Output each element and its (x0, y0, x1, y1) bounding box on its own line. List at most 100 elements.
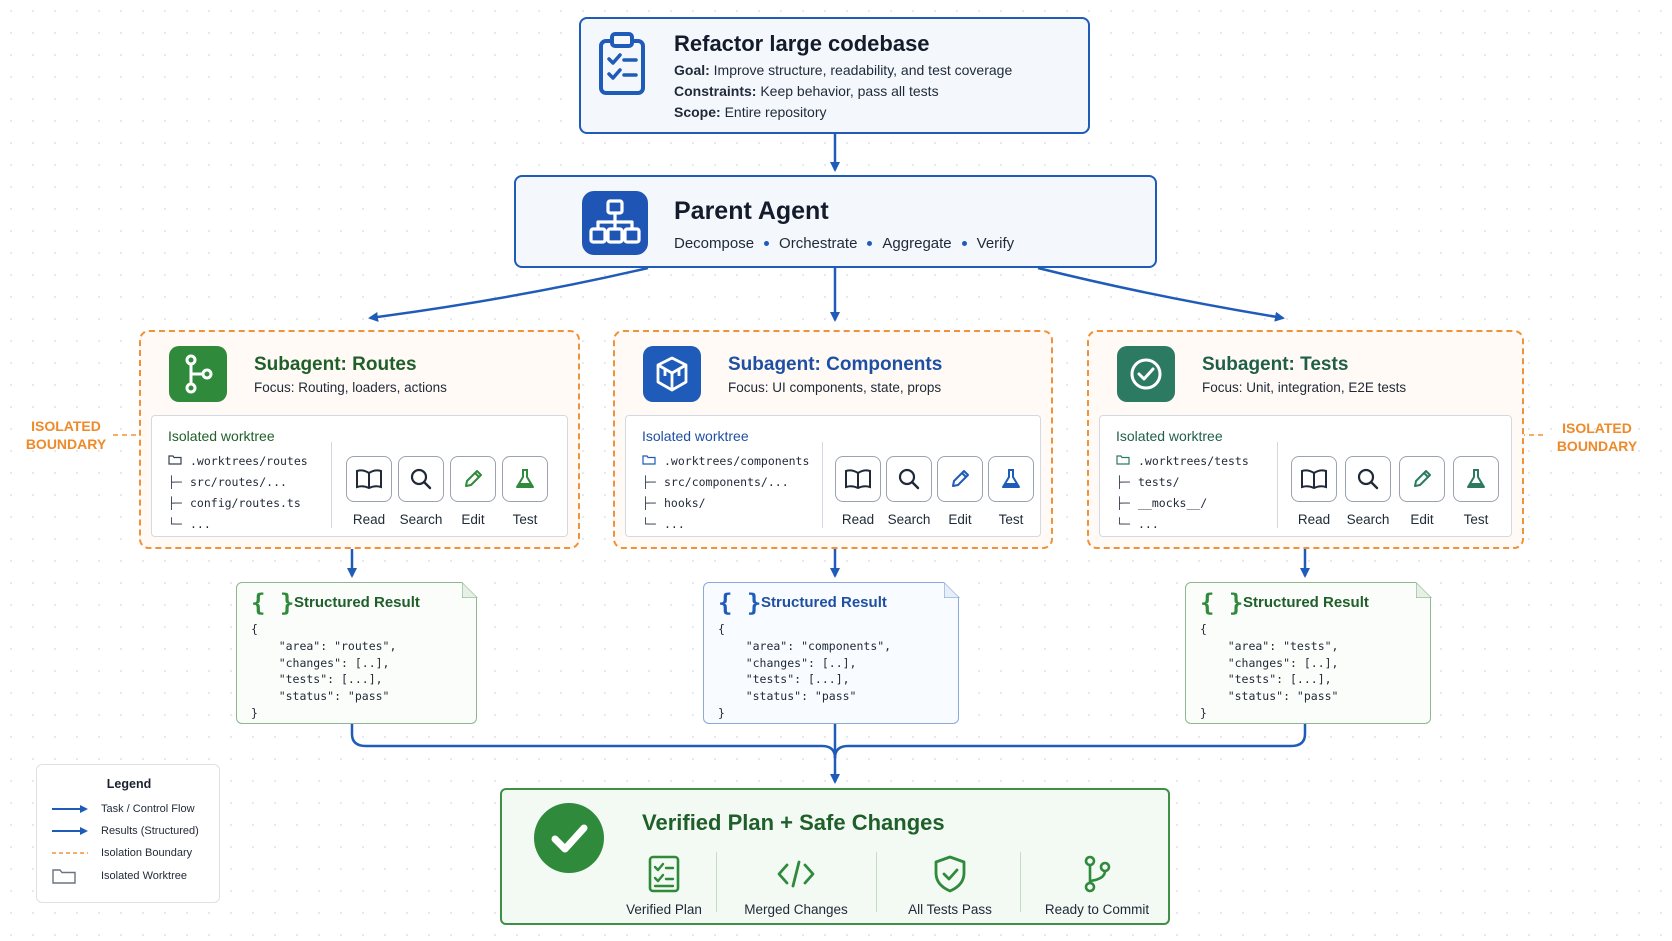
subagent-routes: Subagent: Routes Focus: Routing, loaders… (139, 330, 580, 549)
tool-search[interactable]: Search (886, 456, 932, 527)
braces-icon: { } (1200, 589, 1244, 617)
subagent-components-focus: Focus: UI components, state, props (728, 380, 942, 395)
folder-icon (51, 868, 101, 884)
result-json: { "area": "routes", "changes": [..], "te… (251, 622, 397, 720)
task-scope: Scope: Entire repository (674, 104, 827, 120)
role-decompose: Decompose (674, 235, 755, 252)
tree-item[interactable]: ├─src/routes/... (168, 474, 287, 489)
role-orchestrate: Orchestrate (779, 235, 858, 252)
legend-item-control-flow: Task / Control Flow (51, 801, 195, 817)
tree-item[interactable]: ├─tests/ (1116, 474, 1180, 489)
arrow-parent-to-routes (368, 266, 649, 322)
task-constraints: Constraints: Keep behavior, pass all tes… (674, 83, 939, 99)
parent-title: Parent Agent (674, 197, 829, 225)
tree-item[interactable]: └─... (168, 516, 211, 531)
pencil-icon (465, 470, 482, 487)
final-item-verified-plan: Verified Plan (614, 852, 714, 917)
tree-item[interactable]: .worktrees/routes (168, 450, 308, 471)
legend-item-isolation-boundary: Isolation Boundary (52, 847, 193, 859)
tool-test[interactable]: Test (502, 456, 548, 527)
result-title: Structured Result (1243, 594, 1369, 611)
hierarchy-icon (582, 191, 648, 255)
subagent-routes-title: Subagent: Routes (254, 354, 417, 375)
braces-icon: { } (718, 589, 762, 617)
tree-item[interactable]: ├─hooks/ (642, 495, 706, 510)
merge-line-left (350, 724, 837, 759)
tool-read[interactable]: Read (1291, 456, 1337, 527)
subagent-tests: Subagent: Tests Focus: Unit, integration… (1087, 330, 1524, 549)
checklist-icon (648, 855, 680, 893)
tree-item[interactable]: .worktrees/tests (1116, 450, 1249, 471)
file-tree: .worktrees/tests ├─tests/ ├─__mocks__/ └… (1116, 450, 1249, 534)
result-json: { "area": "components", "changes": [..],… (718, 622, 892, 720)
final-item-all-tests-pass: All Tests Pass (888, 852, 1012, 917)
tree-item[interactable]: ├─src/components/... (642, 474, 789, 489)
result-title: Structured Result (294, 594, 420, 611)
tree-item[interactable]: ├─__mocks__/ (1116, 495, 1208, 510)
book-icon (356, 469, 382, 490)
legend: Legend Task / Control Flow Results (Stru… (36, 764, 220, 903)
branch-icon (169, 346, 227, 402)
result-json: { "area": "tests", "changes": [..], "tes… (1200, 622, 1339, 720)
tool-test[interactable]: Test (1453, 456, 1499, 527)
tool-edit[interactable]: Edit (450, 456, 496, 527)
tree-item[interactable]: └─... (1116, 516, 1159, 531)
worktree-title: Isolated worktree (1116, 428, 1223, 444)
tool-search[interactable]: Search (398, 456, 444, 527)
tree-item[interactable]: ├─config/routes.ts (168, 495, 301, 510)
tool-test[interactable]: Test (988, 456, 1034, 527)
role-aggregate: Aggregate (882, 235, 952, 252)
tool-read[interactable]: Read (835, 456, 881, 527)
search-icon (1357, 468, 1379, 490)
parent-roles: Decompose Orchestrate Aggregate Verify (674, 235, 1014, 252)
legend-item-results: Results (Structured) (51, 823, 199, 839)
subagent-routes-focus: Focus: Routing, loaders, actions (254, 380, 447, 395)
file-tree: .worktrees/components ├─src/components/.… (642, 450, 809, 534)
folder-icon (1116, 454, 1138, 468)
worktree-title: Isolated worktree (642, 428, 749, 444)
flask-icon (1002, 469, 1020, 488)
tree-item[interactable]: └─... (642, 516, 685, 531)
task-card: Refactor large codebase Goal: Improve st… (579, 17, 1090, 134)
worktree-tests: Isolated worktree .worktrees/tests ├─tes… (1099, 415, 1512, 537)
worktree-components: Isolated worktree .worktrees/components … (625, 415, 1041, 537)
tree-item[interactable]: .worktrees/components (642, 450, 809, 471)
structured-result-components: { } Structured Result { "area": "compone… (703, 581, 960, 724)
search-icon (898, 468, 920, 490)
git-branch-icon (1084, 855, 1111, 893)
check-circle-icon (1117, 346, 1175, 402)
task-goal: Goal: Improve structure, readability, an… (674, 62, 1013, 78)
legend-item-isolated-worktree: Isolated Worktree (51, 868, 187, 884)
result-title: Structured Result (761, 594, 887, 611)
final-item-merged-changes: Merged Changes (730, 852, 862, 917)
subagent-tests-focus: Focus: Unit, integration, E2E tests (1202, 380, 1407, 395)
code-icon (777, 860, 815, 888)
final-item-ready-to-commit: Ready to Commit (1032, 852, 1162, 917)
shield-check-icon (934, 855, 966, 893)
parent-agent-card: Parent Agent Decompose Orchestrate Aggre… (514, 175, 1157, 268)
book-icon (1301, 469, 1327, 490)
tool-edit[interactable]: Edit (937, 456, 983, 527)
file-tree: .worktrees/routes ├─src/routes/... ├─con… (168, 450, 308, 534)
role-verify: Verify (976, 235, 1015, 252)
worktree-title: Isolated worktree (168, 428, 275, 444)
merge-line-right (833, 724, 1307, 759)
legend-title: Legend (106, 777, 152, 791)
pencil-icon (1414, 470, 1431, 487)
final-title: Verified Plan + Safe Changes (642, 810, 945, 835)
search-icon (410, 468, 432, 490)
worktree-routes: Isolated worktree .worktrees/routes ├─sr… (151, 415, 568, 537)
structured-result-routes: { } Structured Result { "area": "routes"… (236, 581, 478, 724)
checkmark-icon (534, 803, 604, 873)
folder-icon (168, 454, 190, 468)
flask-icon (516, 469, 534, 488)
tool-read[interactable]: Read (346, 456, 392, 527)
folder-icon (642, 454, 664, 468)
cube-icon (643, 346, 701, 402)
arrow-parent-to-tests (1037, 266, 1285, 322)
tool-search[interactable]: Search (1345, 456, 1391, 527)
flask-icon (1467, 469, 1485, 488)
tool-edit[interactable]: Edit (1399, 456, 1445, 527)
task-title: Refactor large codebase (674, 31, 930, 56)
